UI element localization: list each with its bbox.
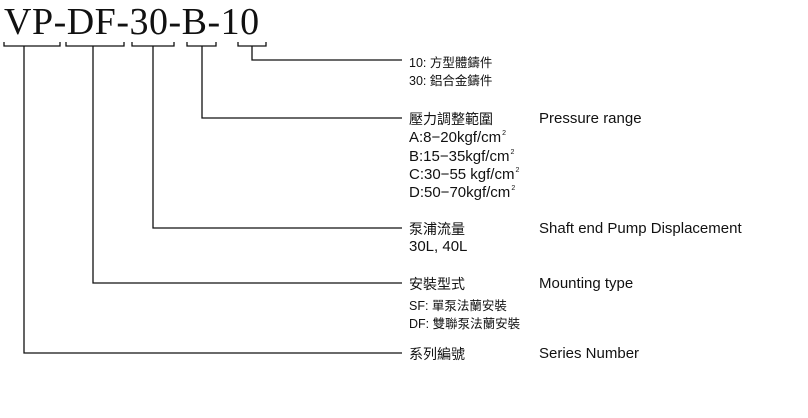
- series-title-en: Series Number: [539, 345, 640, 362]
- mounting-title-zh: 安裝型式: [409, 276, 465, 292]
- mounting-title-en: Mounting type: [539, 275, 634, 292]
- code-separator: -: [168, 1, 182, 43]
- bracket-displacement: [131, 42, 175, 47]
- model-code: VP-DF-30-B-10: [4, 0, 260, 44]
- code-separator: -: [207, 1, 221, 43]
- leader-displacement: [152, 46, 402, 229]
- code-displacement: 30: [129, 1, 169, 43]
- mounting-option-sf: SF: 單泵法蘭安裝: [409, 299, 507, 313]
- leader-series: [23, 46, 402, 354]
- mounting-option-df: DF: 雙聯泵法蘭安裝: [409, 317, 521, 331]
- pressure-option-b: B:15−35kgf/cm2: [409, 148, 515, 165]
- pressure-title-zh: 壓力調整範圍: [409, 111, 493, 127]
- code-mounting: DF: [66, 1, 117, 43]
- displacement-title-zh: 泵浦流量: [409, 221, 465, 237]
- code-material: 10: [220, 1, 260, 43]
- code-pressure: B: [181, 1, 208, 43]
- leader-material: [251, 46, 402, 61]
- pressure-option-d: D:50−70kgf/cm2: [409, 184, 516, 201]
- code-separator: -: [116, 1, 130, 43]
- series-title-zh: 系列編號: [409, 346, 465, 362]
- bracket-mounting: [65, 42, 125, 47]
- code-separator: -: [53, 1, 67, 43]
- bracket-series: [3, 42, 61, 47]
- bracket-material: [237, 42, 267, 47]
- leader-mounting: [92, 46, 402, 284]
- pressure-option-c: C:30−55 kgf/cm2: [409, 166, 520, 183]
- displacement-values: 30L, 40L: [409, 238, 468, 255]
- leader-pressure: [201, 46, 402, 119]
- displacement-title-en: Shaft end Pump Displacement: [539, 220, 742, 237]
- bracket-pressure: [186, 42, 217, 47]
- pressure-option-a: A:8−20kgf/cm2: [409, 129, 507, 146]
- material-option-30: 30: 鋁合金鑄件: [409, 74, 493, 88]
- material-option-10: 10: 方型體鑄件: [409, 56, 493, 70]
- code-series: VP: [4, 1, 54, 43]
- pressure-title-en: Pressure range: [539, 110, 642, 127]
